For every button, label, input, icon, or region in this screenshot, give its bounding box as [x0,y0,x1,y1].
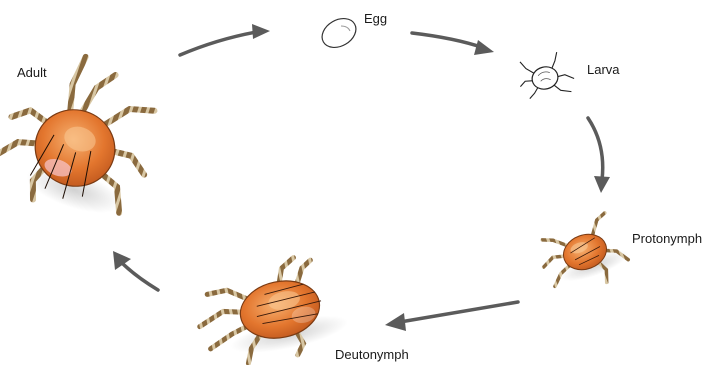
adult-label: Adult [17,65,47,80]
larva-mite-icon [514,50,577,105]
deutonymph-mite-icon [190,249,353,365]
egg-label: Egg [364,11,387,26]
egg-icon [317,13,361,54]
deutonymph-label: Deutonymph [335,347,409,362]
cycle-arrow-icon [113,251,158,290]
larva-label: Larva [587,62,620,77]
cycle-arrow-icon [412,33,494,55]
cycle-arrow-icon [385,302,518,331]
cycle-arrow-icon [180,24,270,55]
protonymph-mite-icon [533,210,635,301]
protonymph-label: Protonymph [632,231,702,246]
cycle-arrow-icon [588,118,610,193]
